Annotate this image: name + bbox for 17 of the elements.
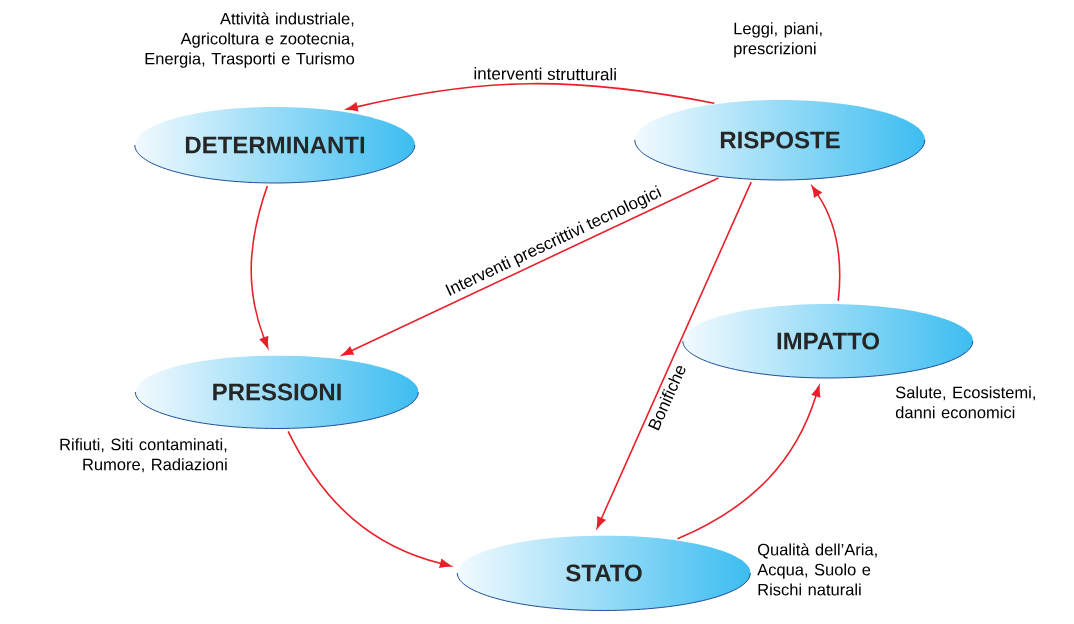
caption-text: Leggi, piani, prescrizioni: [734, 22, 822, 58]
ellipse-node: PRESSIONI: [134, 383, 419, 429]
ellipse-node: STATO: [456, 564, 751, 611]
caption-text: Qualità dell’Aria, Acqua, Suolo e Rischi naturali: [757, 543, 877, 596]
ellipse-node: DETERMINANTI: [134, 136, 416, 184]
ellipse-node: RISPOSTE: [634, 131, 926, 181]
caption-text: Attività industriale, Agricoltura e zootecnia, Energia, Trasporti e Turismo: [145, 12, 355, 68]
arrow: [287, 430, 452, 568]
arrow: [676, 385, 821, 540]
arrow: [596, 181, 752, 529]
caption-text: Salute, Ecosistemi, danni economici: [895, 386, 1035, 419]
arrow: [250, 185, 269, 349]
arrow: [346, 82, 716, 112]
edge-label: interventi strutturali: [474, 67, 616, 81]
caption-text: Rifiuti, Siti contaminati, Rumore, Radiazioni: [60, 438, 227, 473]
arrow: [811, 185, 841, 302]
arrow: [341, 177, 720, 356]
